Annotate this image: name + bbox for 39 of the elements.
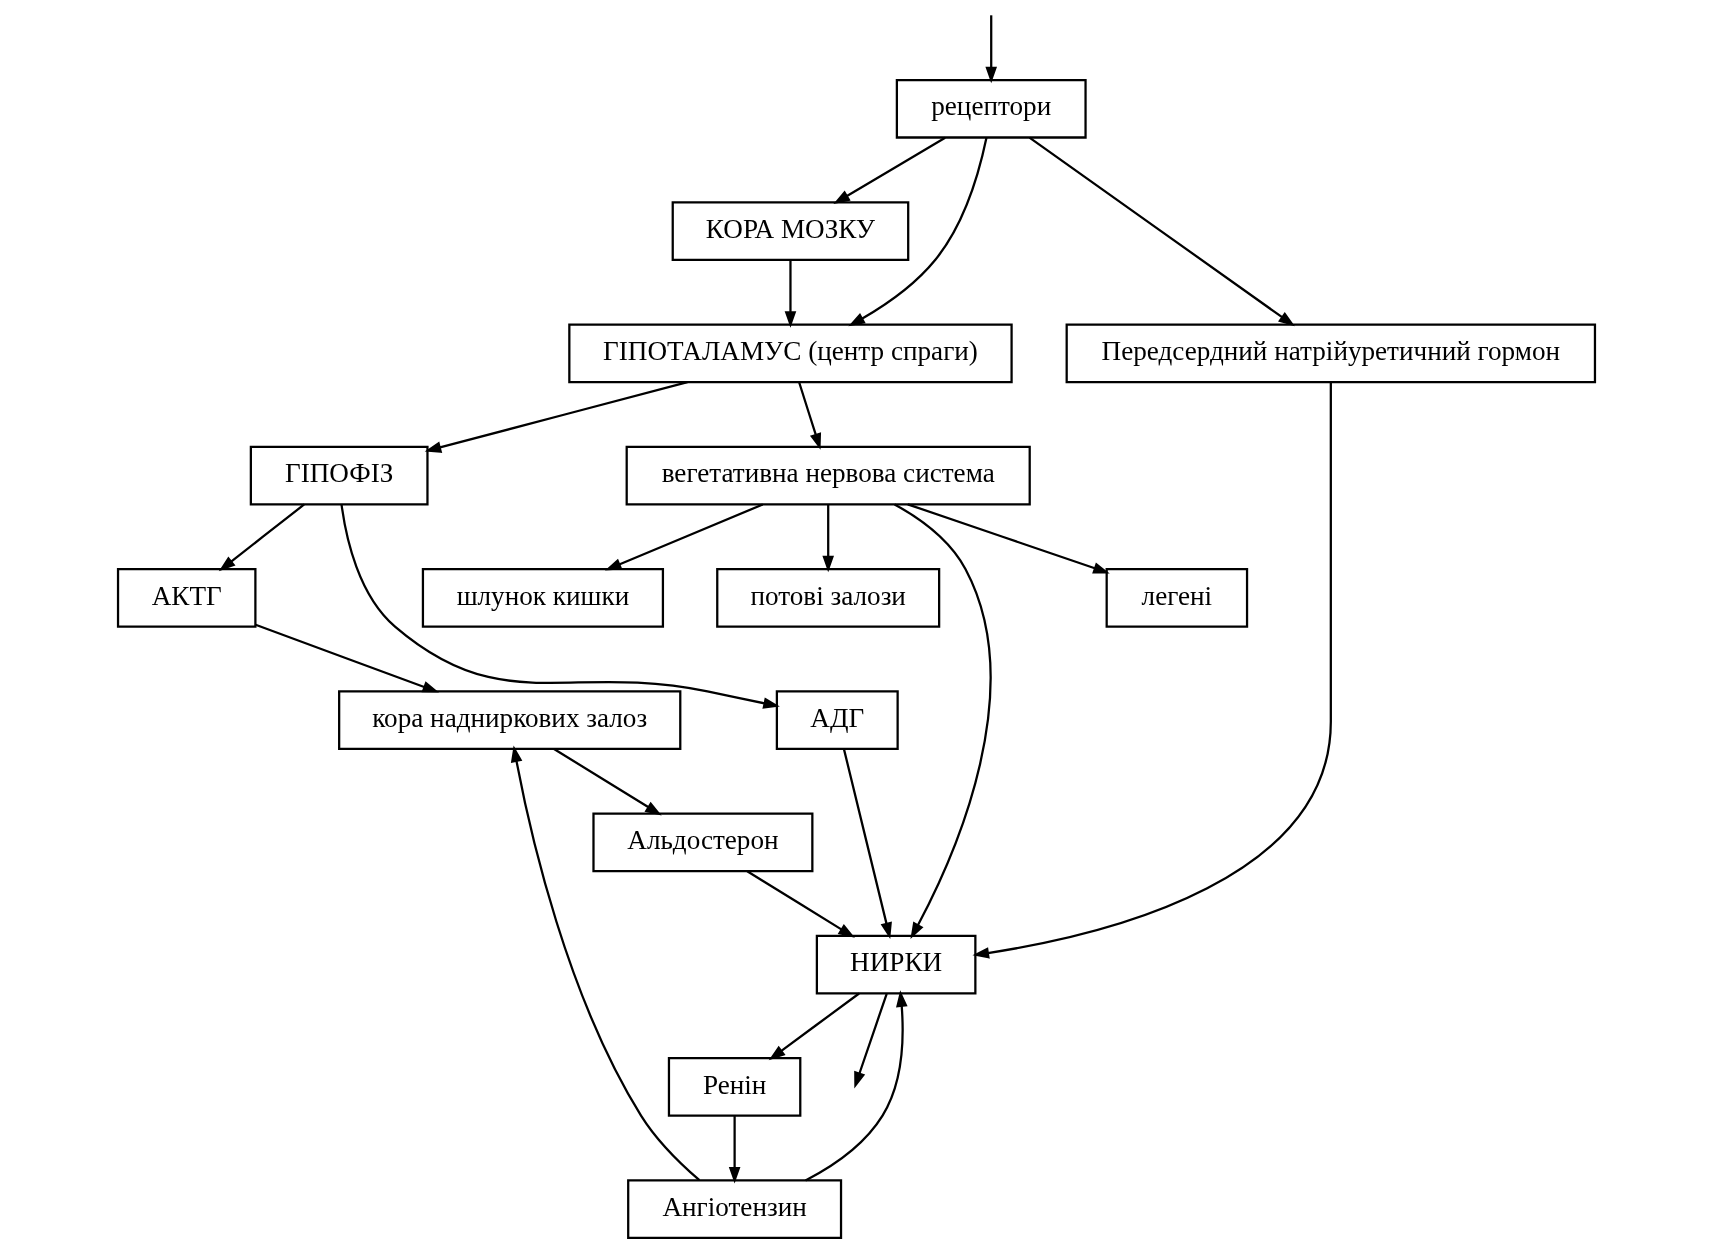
arrow xyxy=(424,380,688,453)
arrow xyxy=(984,15,997,84)
node-box: легені xyxy=(1105,568,1248,628)
arrow xyxy=(804,990,908,1182)
node-box: ГІПОФІЗ xyxy=(249,445,429,506)
node-box: АКТГ xyxy=(116,568,256,628)
arrow xyxy=(218,503,305,572)
arrow xyxy=(853,993,888,1089)
arrow xyxy=(254,623,439,693)
arrow xyxy=(784,260,796,328)
node-box: Ангіотензин xyxy=(626,1179,842,1239)
arrow xyxy=(821,504,834,573)
arrow xyxy=(604,503,763,571)
node-box: потові залози xyxy=(715,568,940,628)
node-box: кора надниркових залоз xyxy=(337,690,681,750)
arrow xyxy=(768,992,860,1061)
arrow xyxy=(1028,136,1295,327)
arrow xyxy=(728,1116,740,1184)
arrow xyxy=(971,382,1332,959)
node-box: Альдостерон xyxy=(591,812,813,873)
node-box: рецептори xyxy=(895,79,1087,139)
node-box: шлунок кишки xyxy=(421,568,664,628)
arrow xyxy=(746,870,855,938)
node-box: НИРКИ xyxy=(815,934,976,995)
arrow xyxy=(339,504,780,709)
node-box: АДГ xyxy=(775,690,899,750)
arrow xyxy=(510,745,700,1182)
arrow xyxy=(797,382,821,450)
arrow xyxy=(832,136,946,205)
node-box: Передсердний натрійуретичний гормон xyxy=(1065,323,1596,384)
arrow xyxy=(906,503,1110,574)
node-box: вегетативна нервова система xyxy=(625,445,1031,506)
node-box: Ренін xyxy=(667,1057,801,1117)
arrow xyxy=(893,503,991,939)
node-box: КОРА МОЗКУ xyxy=(671,201,909,261)
arrow xyxy=(847,137,988,327)
node-box: ГІПОТАЛАМУС (центр спраги) xyxy=(567,323,1013,384)
arrow xyxy=(842,748,892,939)
arrow xyxy=(552,748,662,816)
